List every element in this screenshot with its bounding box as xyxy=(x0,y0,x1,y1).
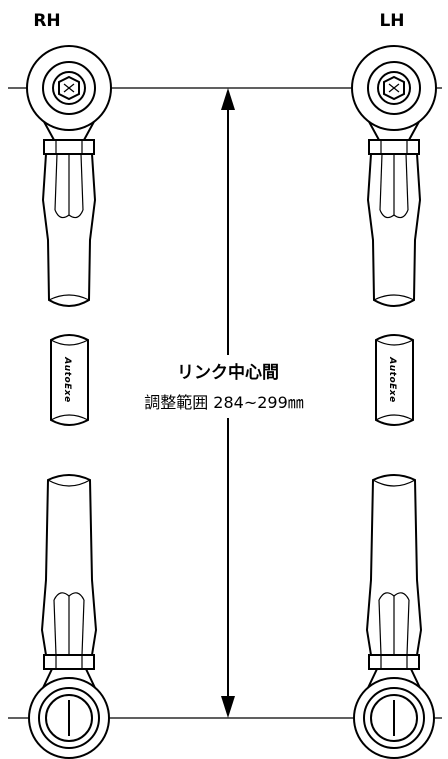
rh-top-ball-joint xyxy=(26,45,112,141)
rh-bottom-nut xyxy=(43,654,95,670)
lh-lower-tube xyxy=(365,474,423,656)
dimension-title: リンク中心間 xyxy=(177,362,279,383)
rh-bottom-rod-end xyxy=(28,677,110,759)
rh-lower-tube xyxy=(40,474,98,656)
arrow-down-icon xyxy=(221,696,235,718)
lh-top-nut xyxy=(368,139,420,155)
lh-bottom-nut xyxy=(368,654,420,670)
rh-link-rod: AutoExe xyxy=(26,45,112,759)
adjustment-range: 調整範囲 284~299㎜ xyxy=(144,393,304,412)
lh-label: LH xyxy=(379,11,404,31)
center-distance-arrow xyxy=(221,88,235,718)
lh-link-rod: AutoExe xyxy=(351,45,437,759)
lh-hex-bolt-icon xyxy=(383,75,405,101)
arrow-up-icon xyxy=(221,88,235,110)
lh-top-ball-joint xyxy=(351,45,437,141)
rh-top-nut xyxy=(43,139,95,155)
lh-bottom-rod-end xyxy=(353,677,435,759)
rh-hex-bolt-icon xyxy=(58,75,80,101)
rh-label: RH xyxy=(33,11,60,31)
rh-brand-logo: AutoExe xyxy=(62,356,72,402)
lh-brand-logo: AutoExe xyxy=(387,356,397,402)
